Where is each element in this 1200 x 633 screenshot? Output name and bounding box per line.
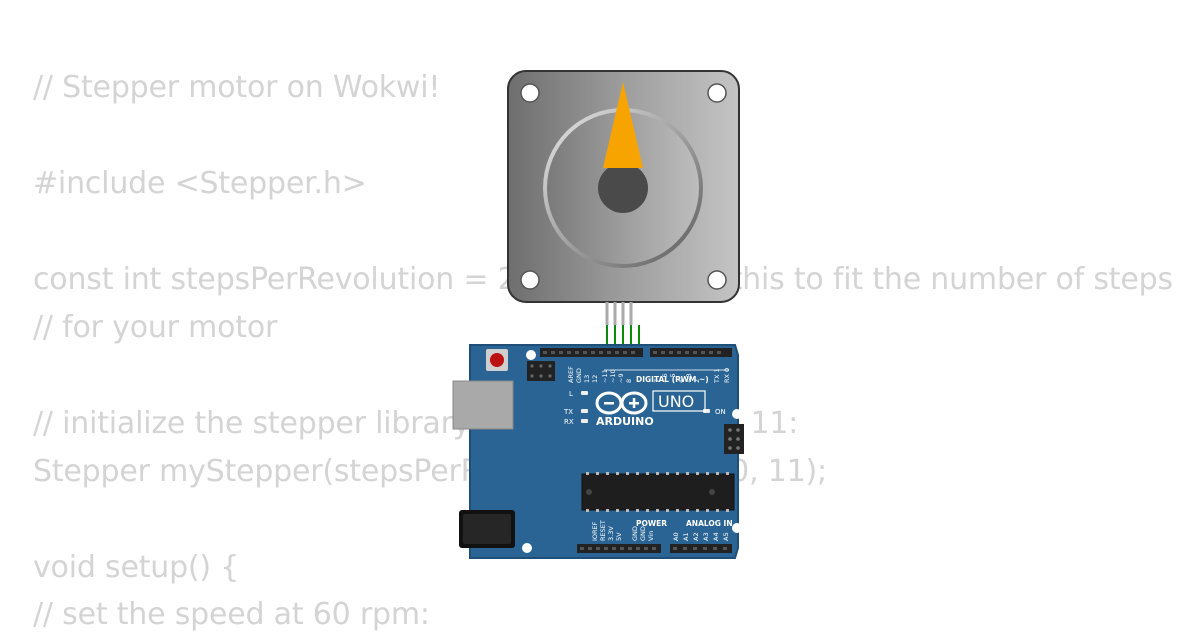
pin-label: ~5: [669, 373, 677, 383]
icsp-header-right: [724, 424, 744, 454]
code-line: #include <Stepper.h>: [33, 166, 367, 201]
pin-label: GND: [631, 526, 639, 541]
pin-label: TX 1: [713, 368, 721, 384]
board-mount-hole: [526, 350, 536, 360]
motor-screw-hole: [707, 270, 727, 290]
pin-label: 5V: [615, 532, 623, 541]
led-tx: [581, 409, 588, 413]
usb-connector: [452, 380, 514, 430]
pin-label: 3.3V: [607, 526, 615, 541]
stepper-motor[interactable]: [507, 70, 740, 303]
pin-label: 4: [677, 379, 685, 383]
code-line: // for your motor: [33, 310, 278, 345]
pin-label: 2: [693, 379, 701, 383]
pin-label: RX 0: [723, 368, 731, 383]
pin-label: GND: [639, 526, 647, 541]
analog-pin-labels: A0 A1 A2 A3 A4 A5: [672, 532, 730, 541]
pin-label: A4: [712, 532, 720, 541]
pin-label: A5: [722, 532, 730, 541]
pin-label: ~9: [617, 373, 625, 383]
reset-button-cap: [490, 353, 504, 367]
code-line: void setup() {: [33, 550, 240, 585]
led-l: [581, 391, 588, 395]
motor-screw-hole: [520, 83, 540, 103]
power-header[interactable]: [577, 544, 661, 553]
pin-label: GND: [575, 368, 583, 383]
board-mount-hole: [732, 523, 742, 533]
arduino-uno-board[interactable]: AREF GND 13 12 ~11 ~10 ~9 8 7 ~6 ~5 4 ~3…: [452, 344, 744, 559]
pin-label: A3: [702, 532, 710, 541]
model-label: UNO: [658, 392, 694, 411]
brand-label: ARDUINO: [596, 415, 654, 428]
pin-label: A0: [672, 532, 680, 541]
analog-header[interactable]: [670, 544, 732, 553]
microcontroller-chip: [581, 473, 735, 511]
pin-label: 13: [583, 375, 591, 383]
digital-header-label: DIGITAL (PWM ~): [636, 375, 709, 384]
pin-label: ~10: [609, 369, 617, 383]
pin-label: Vin: [647, 531, 655, 541]
board-mount-hole: [522, 543, 532, 553]
pin-label: ~11: [601, 369, 609, 383]
led-l-label: L: [569, 390, 573, 398]
led-rx-label: RX: [564, 418, 574, 426]
arduino-logo-icon: [595, 391, 648, 415]
led-rx: [581, 419, 588, 423]
motor-screw-hole: [520, 270, 540, 290]
led-tx-label: TX: [563, 408, 573, 416]
led-on-label: ON: [715, 408, 726, 416]
power-pin-labels: IOREF RESET 3.3V 5V GND GND Vin: [591, 520, 655, 541]
digital-header-right[interactable]: [650, 348, 732, 357]
power-label: POWER: [636, 519, 667, 528]
pin-label: 8: [625, 379, 633, 383]
pin-label: A2: [692, 532, 700, 541]
pin-label: 12: [591, 375, 599, 383]
icsp-header: [527, 361, 555, 381]
motor-shaft: [598, 163, 648, 213]
pin-label: ~3: [685, 373, 693, 383]
shaft-indicator-icon: [603, 82, 643, 168]
pin-label: AREF: [567, 366, 575, 383]
motor-screw-hole: [707, 83, 727, 103]
board-mount-hole: [732, 409, 742, 419]
pin-label: ~6: [661, 373, 669, 383]
analog-label: ANALOG IN: [686, 519, 733, 528]
pin-label: 7: [653, 379, 661, 383]
pin-label: RESET: [599, 520, 607, 541]
top-pin-labels: AREF GND 13 12 ~11 ~10 ~9 8 7 ~6 ~5 4 ~3…: [567, 366, 731, 384]
code-line: // set the speed at 60 rpm:: [33, 597, 430, 632]
code-line: // Stepper motor on Wokwi!: [33, 70, 441, 105]
pin-label: IOREF: [591, 521, 599, 541]
pin-label: A1: [682, 532, 690, 541]
